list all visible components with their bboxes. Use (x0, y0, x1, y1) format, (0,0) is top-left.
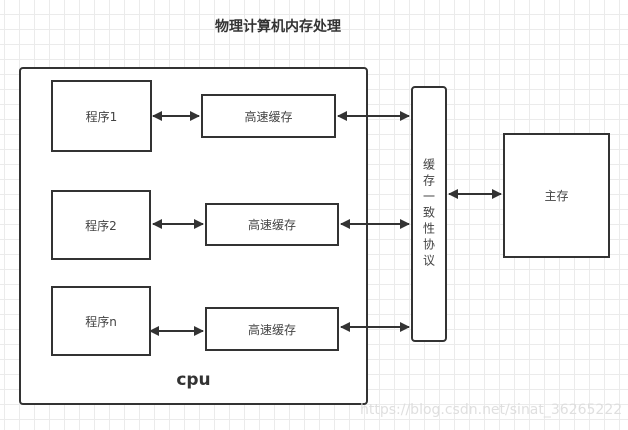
main-memory-label: 主存 (544, 189, 569, 203)
cache-coherence-protocol-box: 缓存一致性协议 (411, 86, 447, 342)
diagram-title: 物理计算机内存处理 (215, 19, 341, 35)
program-2-label: 程序2 (85, 218, 117, 233)
program-n-box: 程序n (51, 286, 151, 356)
watermark: https://blog.csdn.net/sinat_36265222 (360, 402, 623, 418)
program-n-label: 程序n (85, 314, 117, 329)
cache-coherence-protocol-label: 缓存一致性协议 (421, 158, 436, 270)
cache-2-box: 高速缓存 (205, 203, 339, 246)
cpu-label: cpu (176, 370, 211, 390)
program-1-box: 程序1 (51, 80, 152, 152)
cache-n-label: 高速缓存 (247, 322, 296, 337)
cache-1-label: 高速缓存 (244, 109, 293, 124)
main-memory-box: 主存 (503, 133, 610, 258)
cache-1-box: 高速缓存 (201, 94, 336, 138)
cache-2-label: 高速缓存 (247, 218, 296, 232)
program-2-box: 程序2 (51, 190, 151, 260)
cache-n-box: 高速缓存 (205, 307, 339, 351)
program-1-label: 程序1 (85, 109, 118, 124)
